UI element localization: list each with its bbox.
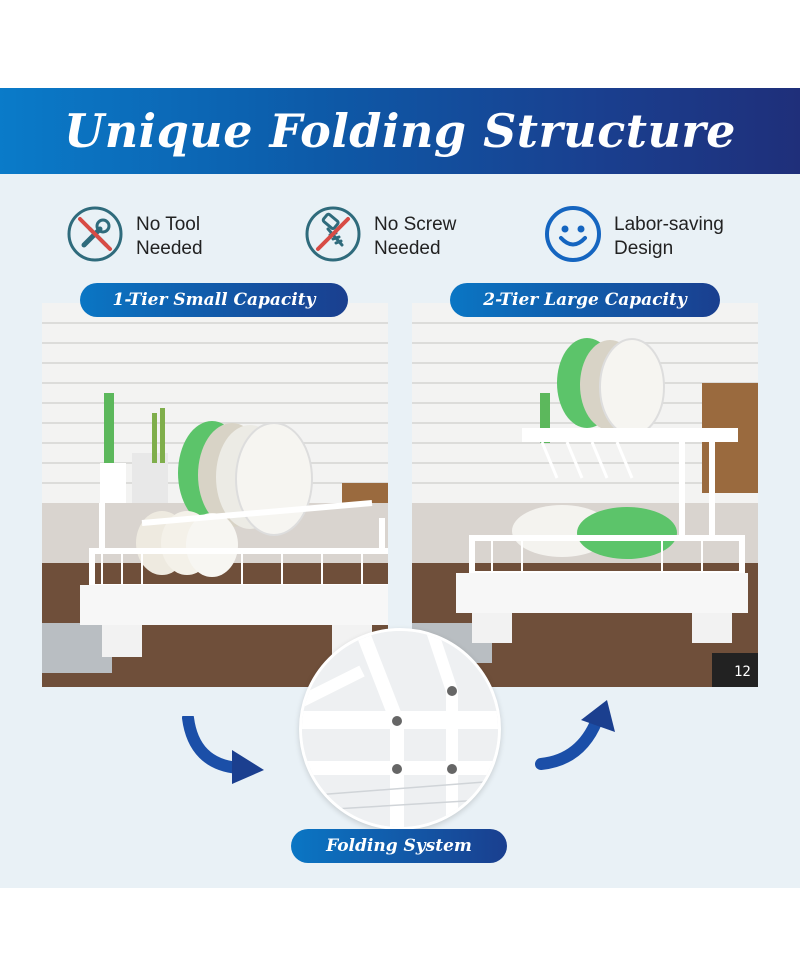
smiley-icon [545, 206, 601, 262]
curved-arrow-right-icon [535, 700, 615, 770]
hinge-detail-image [302, 631, 498, 827]
one-tier-label: 1-Tier Small Capacity [80, 283, 348, 317]
one-tier-rack-image [42, 303, 388, 687]
curved-arrow-left-icon [182, 716, 264, 784]
no-screw-icon [305, 206, 361, 262]
title-banner: Unique Folding Structure [0, 88, 800, 174]
folding-system-label: Folding System [291, 829, 507, 863]
clock-display: 12 [734, 664, 751, 680]
no-tool-icon [67, 206, 123, 262]
two-tier-rack-image: 12 [412, 303, 758, 687]
one-tier-photo [42, 303, 388, 687]
banner-title: Unique Folding Structure [64, 104, 736, 158]
two-tier-label: 2-Tier Large Capacity [450, 283, 720, 317]
two-tier-photo: 12 [412, 303, 758, 687]
folding-detail-circle [299, 628, 501, 830]
